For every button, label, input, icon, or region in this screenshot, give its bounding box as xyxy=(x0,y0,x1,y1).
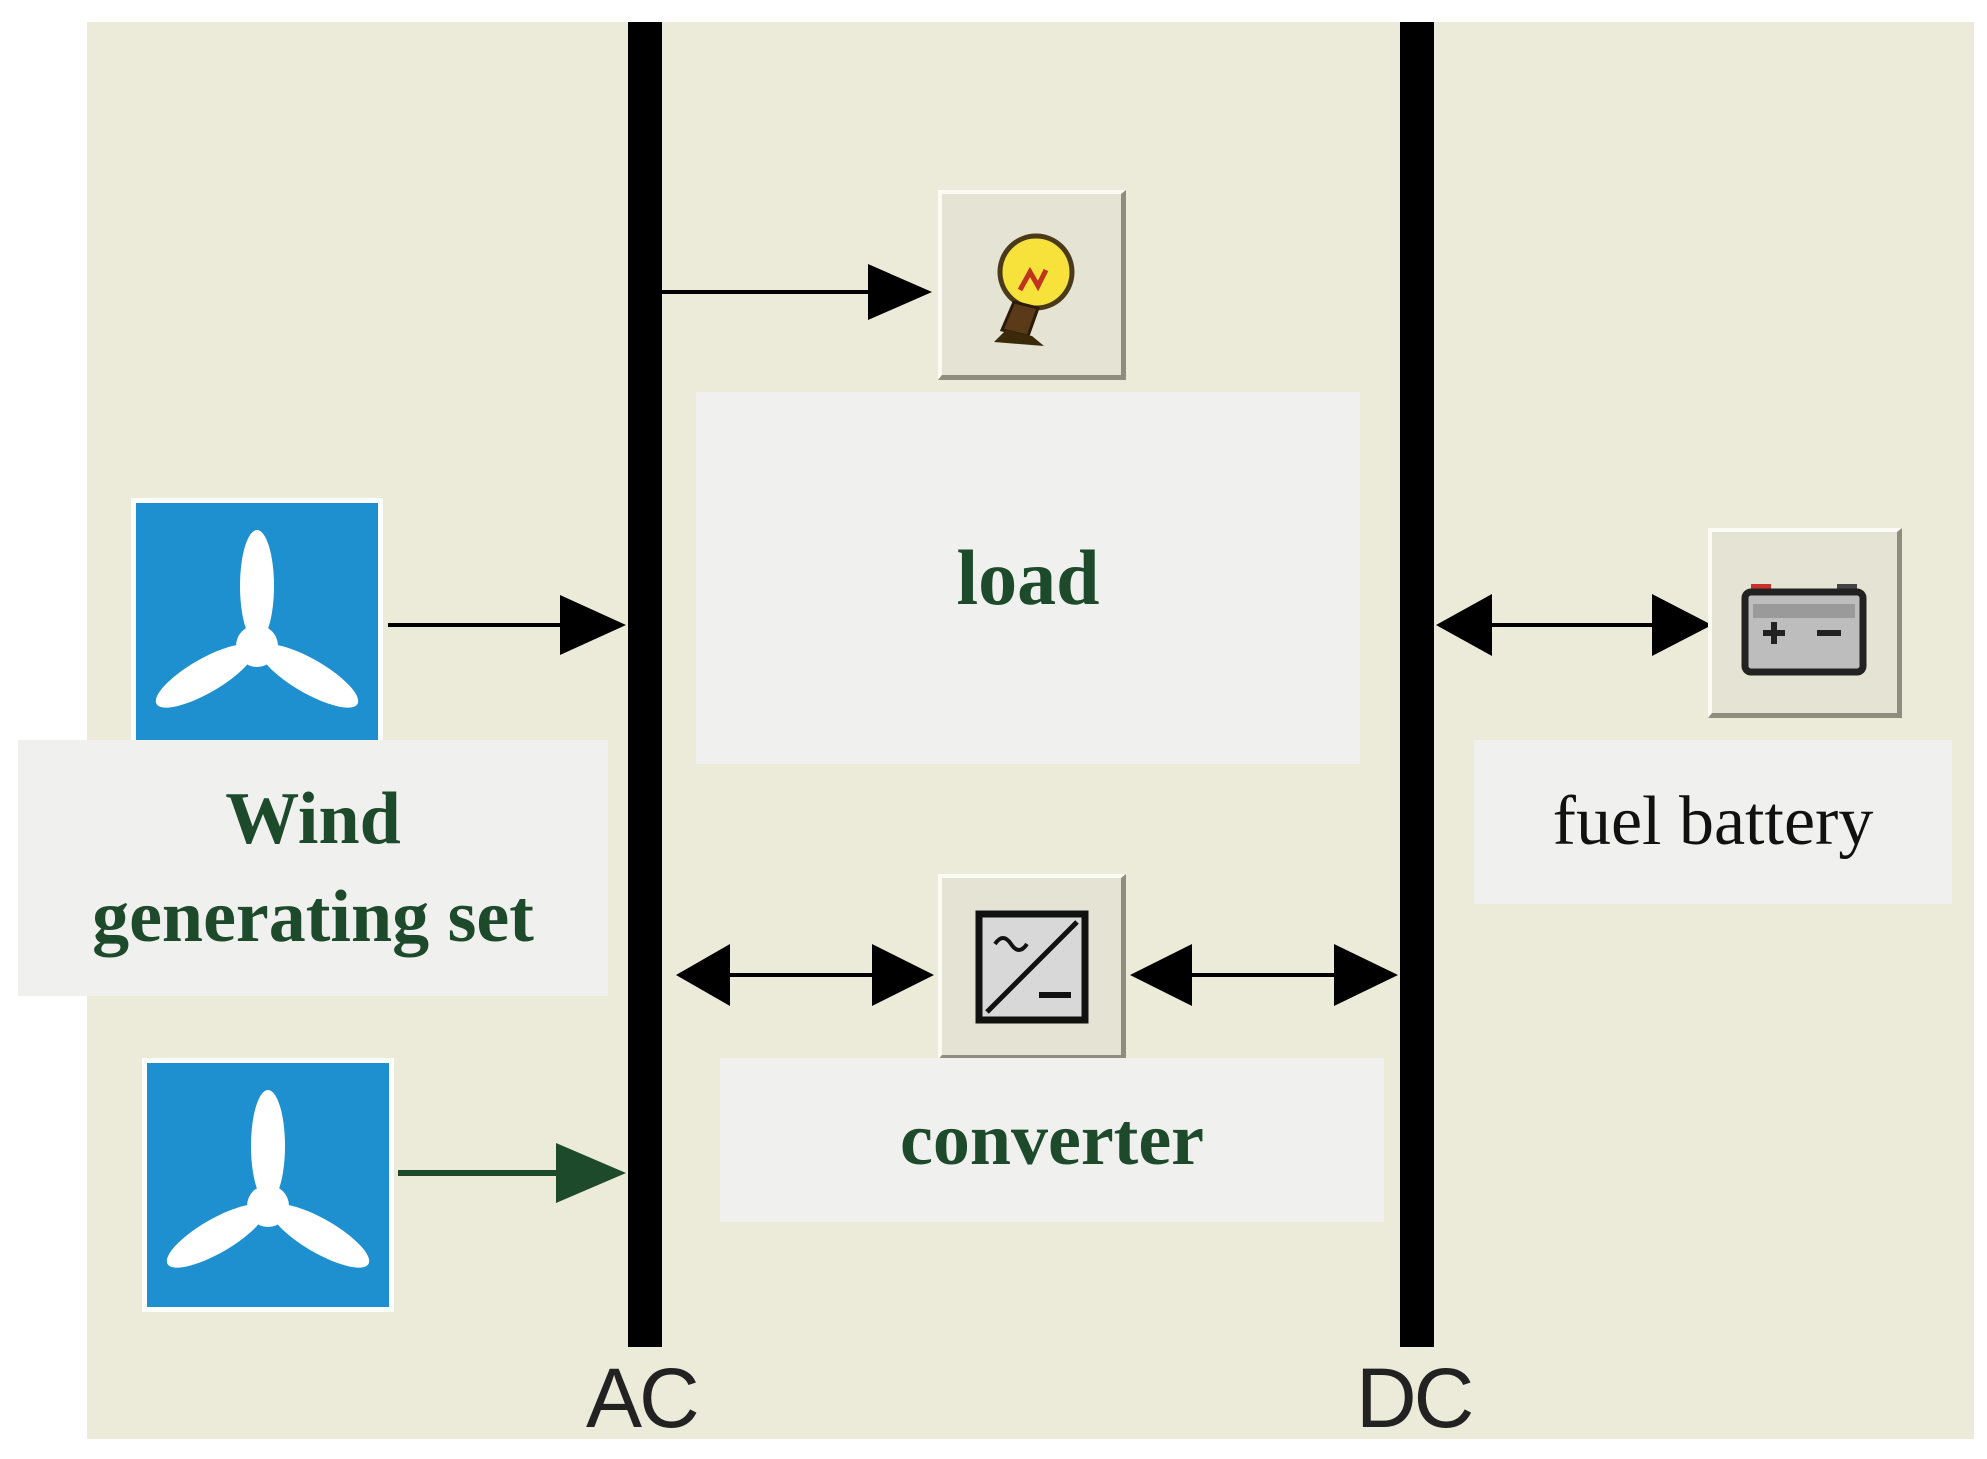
converter-dc-connector xyxy=(1130,944,1398,1006)
load-tile[interactable] xyxy=(938,190,1126,380)
battery-label: fuel battery xyxy=(1552,783,1874,860)
wind-1-to-ac-connector xyxy=(388,595,626,655)
wind-label-line1: Wind xyxy=(225,778,401,860)
converter-label: converter xyxy=(899,1098,1205,1181)
load-label-box: load xyxy=(696,392,1360,764)
wind-2-to-ac-connector xyxy=(398,1143,626,1203)
ac-converter-connector xyxy=(676,944,934,1006)
dc-bus-line xyxy=(1400,22,1434,1347)
ac-bus-label: AC xyxy=(586,1351,700,1445)
wind-turbine-icon xyxy=(155,530,359,708)
wind-generator-tile-2[interactable] xyxy=(142,1058,394,1312)
dc-bus-label: DC xyxy=(1356,1351,1474,1445)
converter-tile[interactable] xyxy=(938,874,1126,1060)
light-bulb-icon xyxy=(993,233,1074,346)
battery-tile[interactable] xyxy=(1708,528,1902,718)
battery-icon xyxy=(1741,583,1866,675)
dc-battery-connector xyxy=(1436,594,1712,656)
load-label: load xyxy=(956,534,1100,621)
battery-label-box: fuel battery xyxy=(1474,740,1952,904)
ac-bus-line xyxy=(628,22,662,1347)
wind-label-line2: generating set xyxy=(92,876,534,958)
converter-icon xyxy=(975,910,1088,1023)
wind-generator-tile-1[interactable] xyxy=(131,498,383,752)
converter-label-box: converter xyxy=(720,1058,1384,1222)
ac-to-load-connector xyxy=(662,264,932,320)
wind-label-box: Wind generating set xyxy=(18,740,608,996)
wind-turbine-icon xyxy=(166,1090,370,1268)
